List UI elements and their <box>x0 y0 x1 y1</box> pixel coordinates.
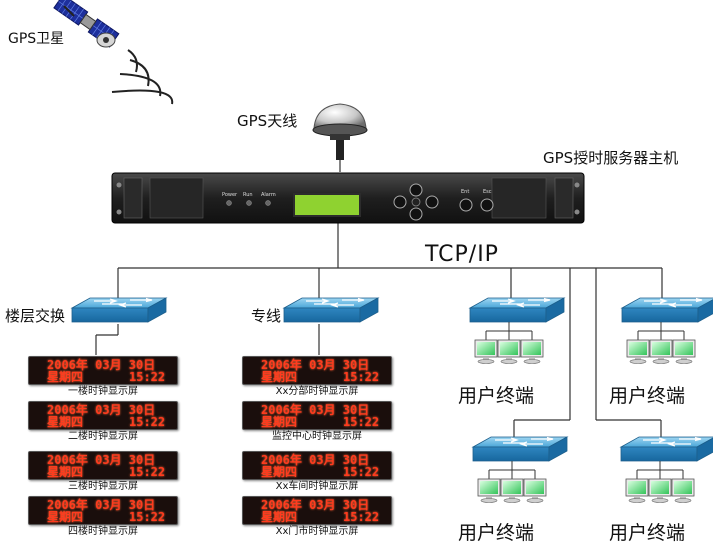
antenna-label: GPS天线 <box>237 112 298 130</box>
led-clock-display: 2006年 03月 30日 星期四 15:22 <box>242 451 392 480</box>
display-caption: 三楼时钟显示屏 <box>68 481 138 492</box>
led-clock-display: 2006年 03月 30日 星期四 15:22 <box>28 496 178 525</box>
user-terminal-group <box>621 437 713 503</box>
floor-switch <box>71 297 167 323</box>
dedicated-line-switch <box>283 297 379 323</box>
satellite-icon <box>53 0 174 105</box>
connection-lines <box>95 158 663 440</box>
server-lcd <box>293 193 361 217</box>
alarm-label: Alarm <box>261 192 276 198</box>
network-label: TCP/IP <box>425 242 499 267</box>
user-terminal-label: 用户终端 <box>458 522 535 544</box>
antenna-icon <box>312 103 368 160</box>
led-clock-display: 2006年 03月 30日 星期四 15:22 <box>242 401 392 430</box>
ent-label: Ent <box>461 189 470 195</box>
user-terminal-group <box>470 298 564 364</box>
user-terminal-label: 用户终端 <box>609 385 686 407</box>
user-terminal-label: 用户终端 <box>609 522 686 544</box>
display-caption: Xx门市时钟显示屏 <box>275 526 359 537</box>
display-caption: 四楼时钟显示屏 <box>68 526 138 537</box>
dedicated-line-label: 专线 <box>251 307 282 325</box>
power-label: Power <box>222 192 238 198</box>
display-caption: 二楼时钟显示屏 <box>68 431 138 442</box>
run-label: Run <box>243 192 253 198</box>
user-terminal-group <box>473 437 567 503</box>
led-clock-display: 2006年 03月 30日 星期四 15:22 <box>28 451 178 480</box>
display-caption: Xx分部时钟显示屏 <box>275 386 359 397</box>
floor-switch-label: 楼层交换 <box>5 307 66 325</box>
display-caption: Xx车间时钟显示屏 <box>275 481 359 492</box>
display-caption: 一楼时钟显示屏 <box>68 386 138 397</box>
satellite-label: GPS卫星 <box>8 31 65 47</box>
user-terminal-label: 用户终端 <box>458 385 535 407</box>
user-terminal-group <box>622 298 713 364</box>
led-clock-display: 2006年 03月 30日 星期四 15:22 <box>28 356 178 385</box>
display-caption: 监控中心时钟显示屏 <box>272 431 362 442</box>
led-clock-display: 2006年 03月 30日 星期四 15:22 <box>242 496 392 525</box>
esc-label: Esc <box>483 189 492 195</box>
led-clock-display: 2006年 03月 30日 星期四 15:22 <box>28 401 178 430</box>
led-clock-display: 2006年 03月 30日 星期四 15:22 <box>242 356 392 385</box>
server-label: GPS授时服务器主机 <box>543 149 679 167</box>
